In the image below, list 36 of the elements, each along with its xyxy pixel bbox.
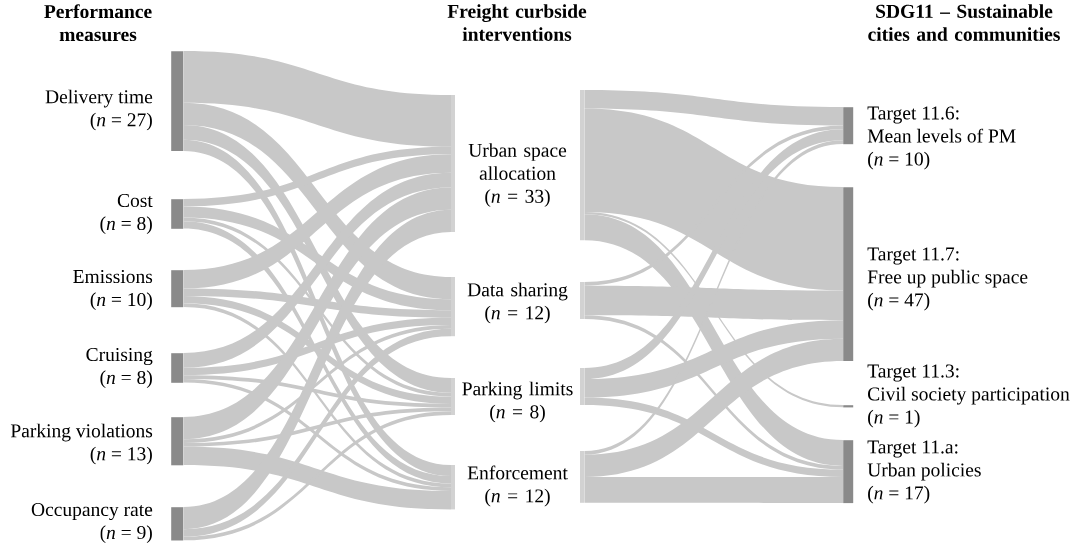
node-label: Occupancy rate (n = 9) (31, 502, 153, 544)
flow-band (183, 146, 451, 207)
node-label: Target 11.3: Civil society participation (n = 1) (867, 364, 1070, 428)
flow-band (584, 397, 843, 477)
node-label: Parking limits (n = 8) (462, 381, 573, 423)
node-label: Target 11.6: Mean levels of PM (n = 10) (867, 106, 1016, 170)
flow-band (584, 90, 843, 126)
flow-band (183, 411, 451, 541)
flow-band (183, 51, 451, 147)
node-label: Target 11.7: Free up public space (n = 47) (867, 247, 1028, 311)
flow-band (584, 476, 843, 503)
flow-band (584, 320, 843, 398)
node-label: Emissions (n = 10) (73, 269, 153, 311)
flow-band (183, 154, 451, 289)
node-label: Cost (n = 8) (100, 193, 153, 235)
flow-band (183, 187, 451, 440)
flow-band (183, 328, 451, 537)
flow-band (584, 338, 843, 477)
flow-band (183, 325, 451, 443)
flow-band (183, 407, 451, 447)
flow-band (183, 446, 451, 510)
column-heading: Performance measures (44, 4, 152, 42)
flow-band (584, 140, 843, 455)
node-label: Cruising (n = 8) (86, 347, 153, 389)
flow-band (584, 285, 843, 321)
node-label: Data sharing (n = 12) (467, 282, 568, 324)
node-label: Urban space allocation (n = 33) (468, 143, 567, 207)
column-heading: Freight curbside interventions (447, 4, 587, 41)
node-label: Target 11.a: Urban policies (n = 17) (867, 440, 981, 504)
flow-band (584, 129, 843, 380)
flow-band (183, 172, 451, 368)
node-label: Parking violations (n = 13) (10, 423, 153, 465)
node-label: Delivery time (n = 27) (45, 89, 153, 131)
flow-band (183, 209, 451, 530)
node-label: Enforcement (n = 12) (467, 465, 568, 507)
column-heading: SDG11 – Sustainable cities and communities (868, 4, 1060, 41)
